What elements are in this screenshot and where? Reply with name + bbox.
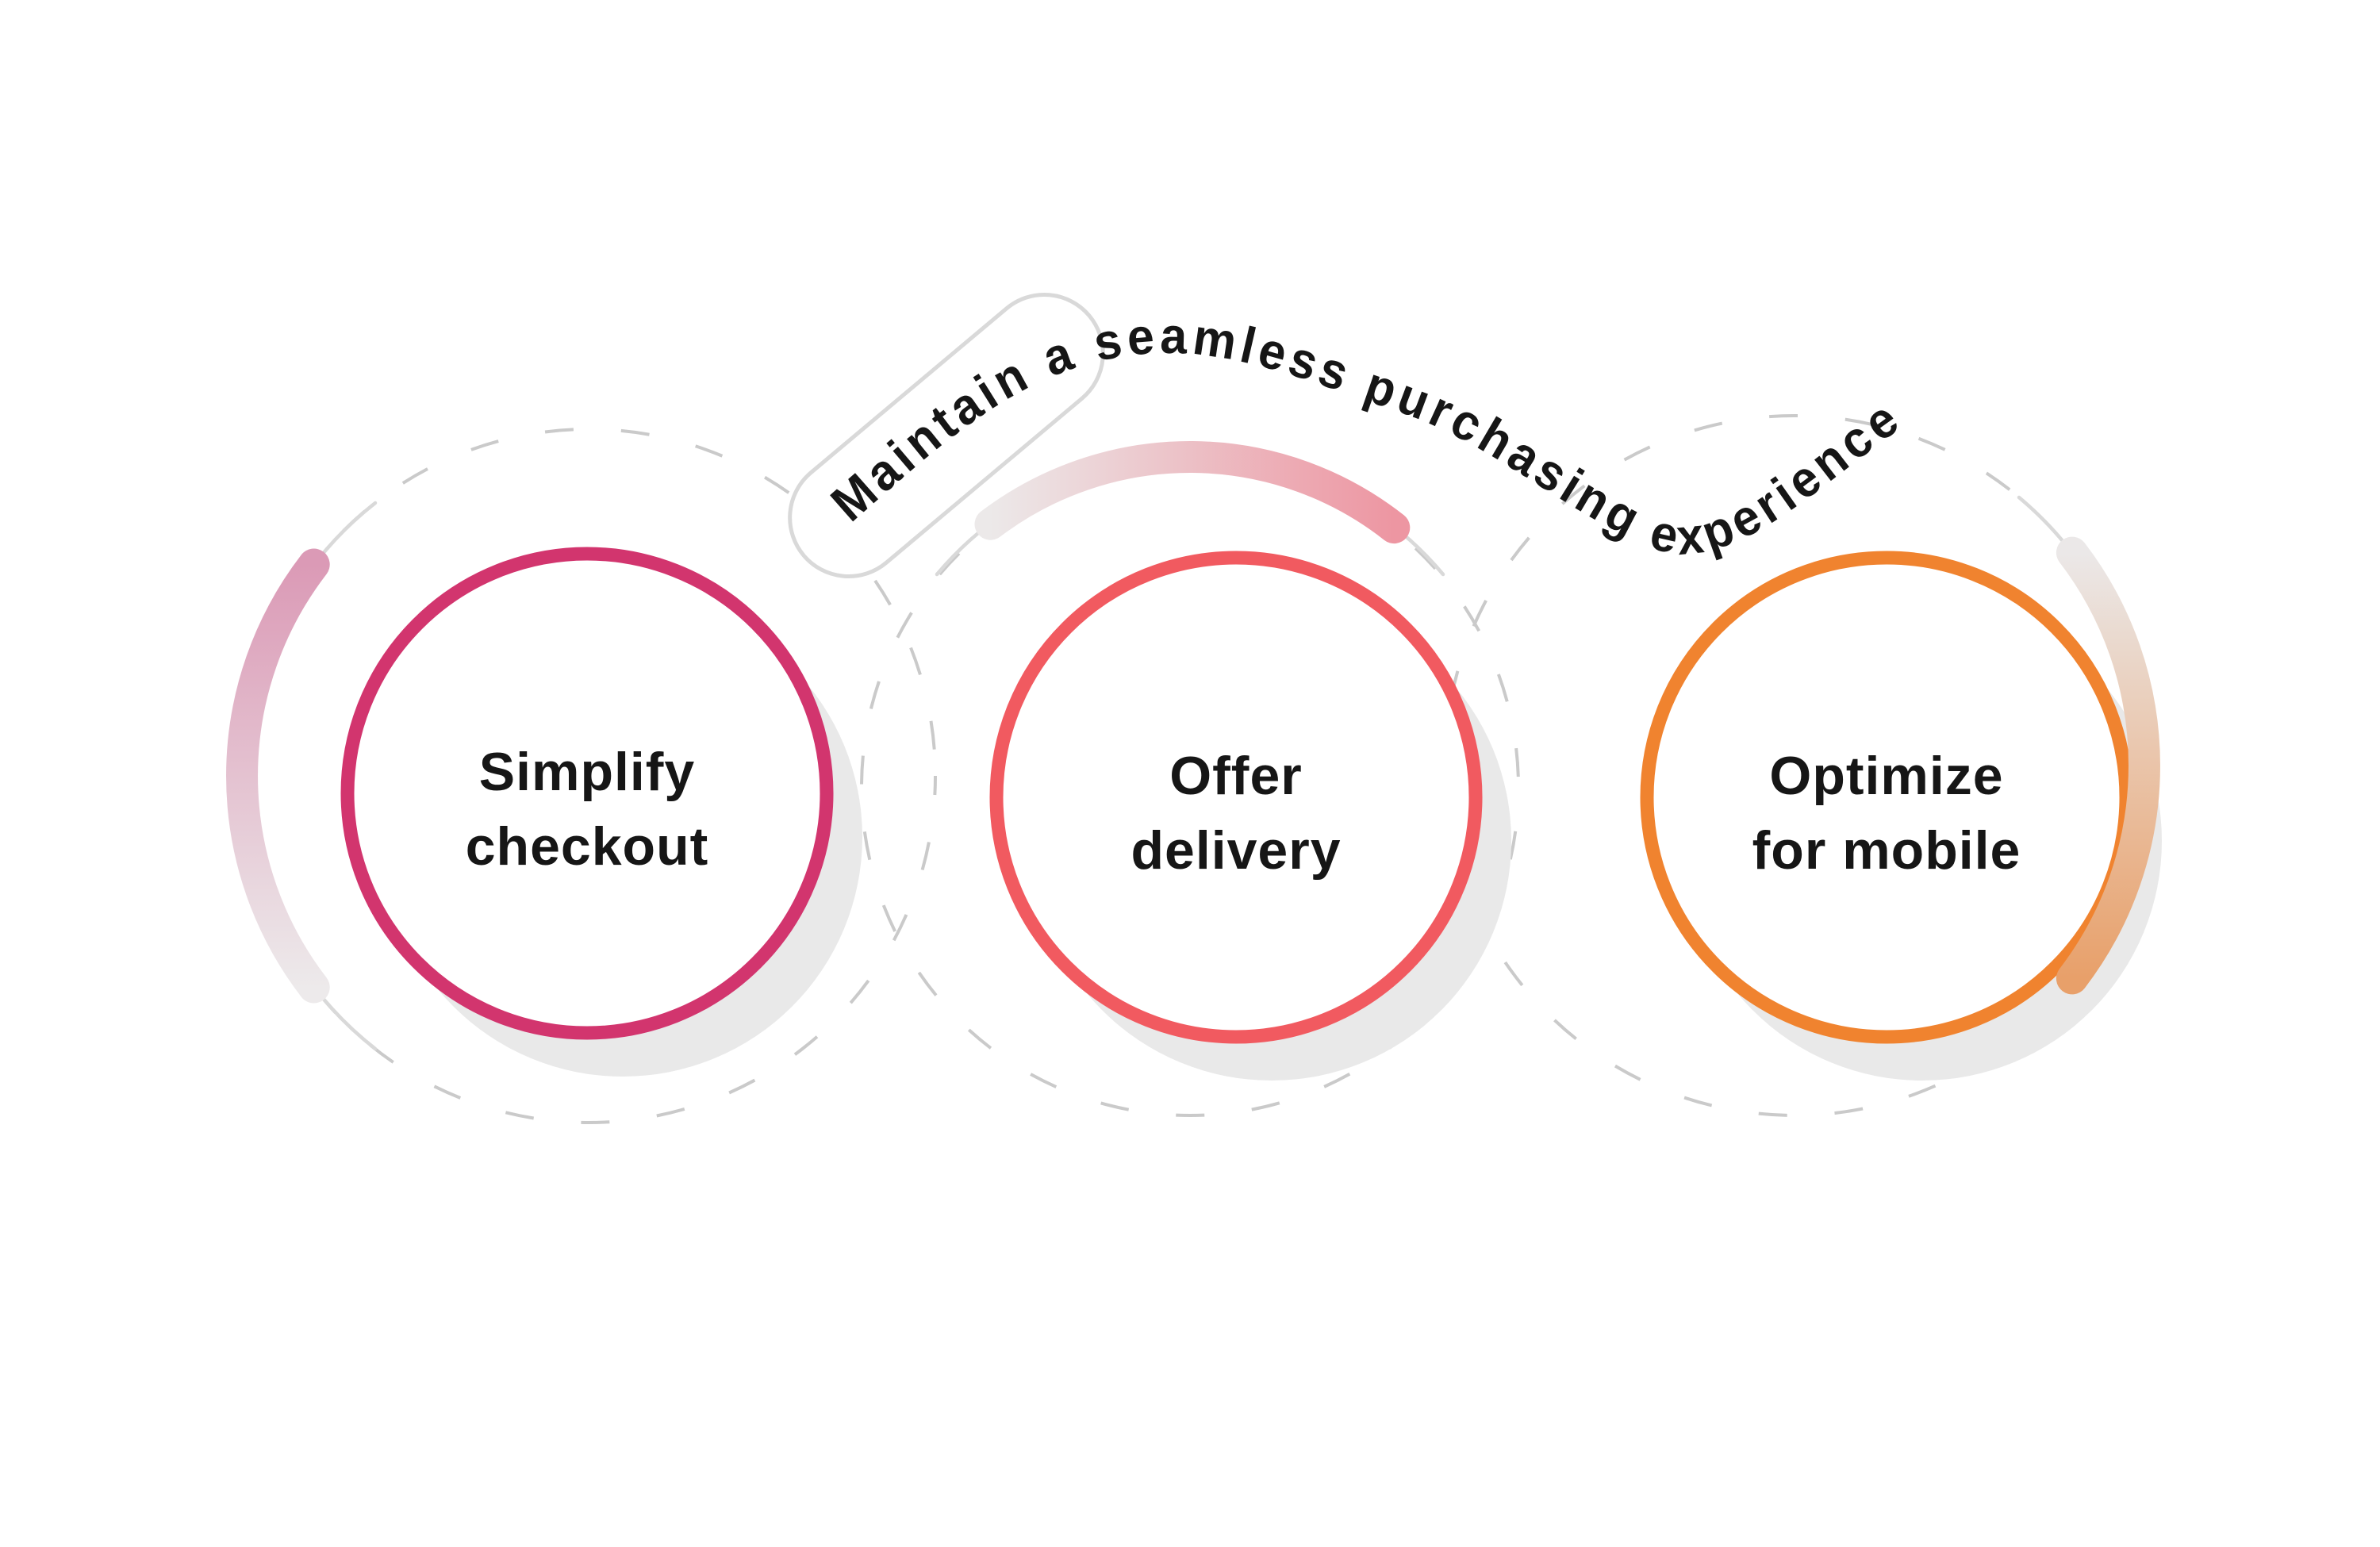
step-3-label-line2: for mobile	[1752, 820, 2021, 881]
step-circle-optimize-for-mobile: Optimize for mobile	[1640, 551, 2133, 1044]
step-2-label-line1: Offer	[1169, 746, 1302, 806]
maintain-pill-outline	[788, 293, 1105, 578]
accent-arc-step-1	[226, 548, 330, 1004]
dashed-ring-step-1	[240, 428, 937, 1124]
step-1-label-line2: checkout	[466, 816, 709, 877]
step-3-label-line1: Optimize	[1769, 746, 2003, 806]
step-circle-offer-delivery: Offer delivery	[989, 551, 1483, 1044]
step-2-ring	[989, 551, 1483, 1044]
accent-arc-step-3	[2056, 536, 2160, 995]
step-1-ring	[340, 547, 834, 1040]
step-1-disc	[341, 547, 833, 1039]
step-2-disc	[990, 551, 1482, 1043]
dashed-ring-step-2	[860, 457, 1520, 1117]
step-3-disc	[1641, 551, 2132, 1043]
accent-arc-step-2	[974, 441, 1411, 544]
step-1-label-line1: Simplify	[479, 742, 696, 802]
step-3-ring	[1640, 551, 2133, 1044]
step-2-label-line2: delivery	[1130, 820, 1341, 881]
step-circle-simplify-checkout: Simplify checkout	[340, 547, 834, 1040]
